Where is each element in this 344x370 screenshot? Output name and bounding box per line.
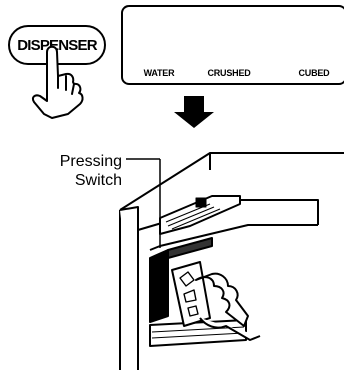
pressing-switch-callout: Pressing Switch [30, 152, 122, 190]
callout-line-2: Switch [30, 171, 122, 190]
mode-label-crushed: CRUSHED [194, 68, 264, 78]
mode-label-water: WATER [124, 68, 194, 78]
dispenser-mode-panel: WATER CRUSHED CUBED [121, 5, 344, 85]
down-arrow-icon [174, 96, 214, 128]
callout-line-1: Pressing [30, 152, 122, 171]
pressing-hand-icon [33, 47, 83, 118]
dispenser-unit-illustration [120, 153, 344, 370]
mode-label-cubed: CUBED [279, 68, 344, 78]
